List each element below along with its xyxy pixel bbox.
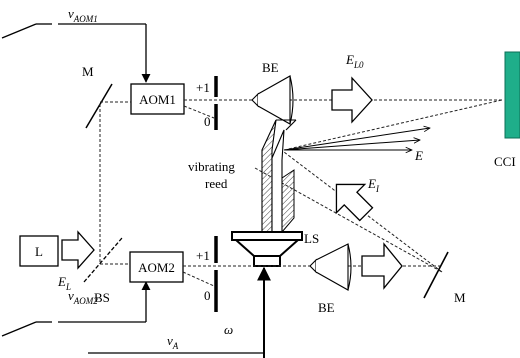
nu-a-label: νA: [167, 333, 179, 351]
e-l0-label: EL0: [345, 52, 364, 70]
rf-source-aom2: νAOM2: [1, 281, 151, 337]
mirror-top-label: M: [82, 64, 94, 79]
e-label: E: [414, 148, 423, 163]
e-l-arrow: EL: [57, 230, 95, 292]
aom2-label: AOM2: [138, 260, 175, 275]
beam-illumination: [283, 151, 443, 273]
aom1-label: AOM1: [139, 92, 176, 107]
loudspeaker: LS: [231, 231, 319, 267]
reed-label: reed: [205, 176, 228, 191]
aom2-box: AOM2: [129, 251, 184, 283]
e-l-label: EL: [57, 274, 71, 292]
mirror-top: M: [82, 64, 113, 129]
laser-label: L: [35, 244, 43, 259]
bs-label: BS: [94, 290, 110, 305]
ccd-sensor: CCI: [494, 51, 520, 169]
e-l0-arrow: EL0: [331, 52, 373, 124]
rf-source-a: νA: [88, 333, 264, 354]
zero-bottom-label: 0: [204, 288, 211, 303]
beam-splitter: BS: [83, 237, 123, 305]
mirror-bottom-label: M: [454, 290, 466, 305]
nu-aom1-label: νAOM1: [68, 6, 98, 24]
be-top-label: BE: [262, 60, 279, 75]
beam-direction-arrow-bottom: [361, 242, 403, 290]
omega-label: ω: [224, 322, 233, 337]
beam-expander-top: BE: [251, 60, 294, 125]
aperture-top: +1 0: [196, 76, 218, 130]
aperture-bottom: +1 0: [196, 236, 218, 312]
ls-label: LS: [304, 231, 319, 246]
plus1-top-label: +1: [196, 80, 210, 95]
rf-source-aom1: νAOM1: [1, 6, 151, 83]
zero-top-label: 0: [204, 114, 211, 129]
vibrating-reed: vibrating reed: [188, 119, 297, 234]
beam-zero-order-top: [183, 105, 215, 119]
scattered-object-rays: E: [283, 99, 503, 163]
e-i-arrow: [335, 183, 374, 222]
plus1-bottom-label: +1: [196, 248, 210, 263]
aom1-box: AOM1: [130, 83, 185, 115]
vibrating-label: vibrating: [188, 159, 235, 174]
mirror-bottom: M: [423, 251, 466, 305]
ccd-label: CCI: [494, 154, 516, 169]
beam-expander-bottom: BE: [309, 243, 352, 315]
beam-zero-order-bottom: [182, 271, 215, 287]
nu-aom2-label: νAOM2: [68, 288, 98, 306]
be-bottom-label: BE: [318, 300, 335, 315]
e-i-label: EI: [367, 176, 380, 194]
laser: L: [19, 235, 59, 267]
